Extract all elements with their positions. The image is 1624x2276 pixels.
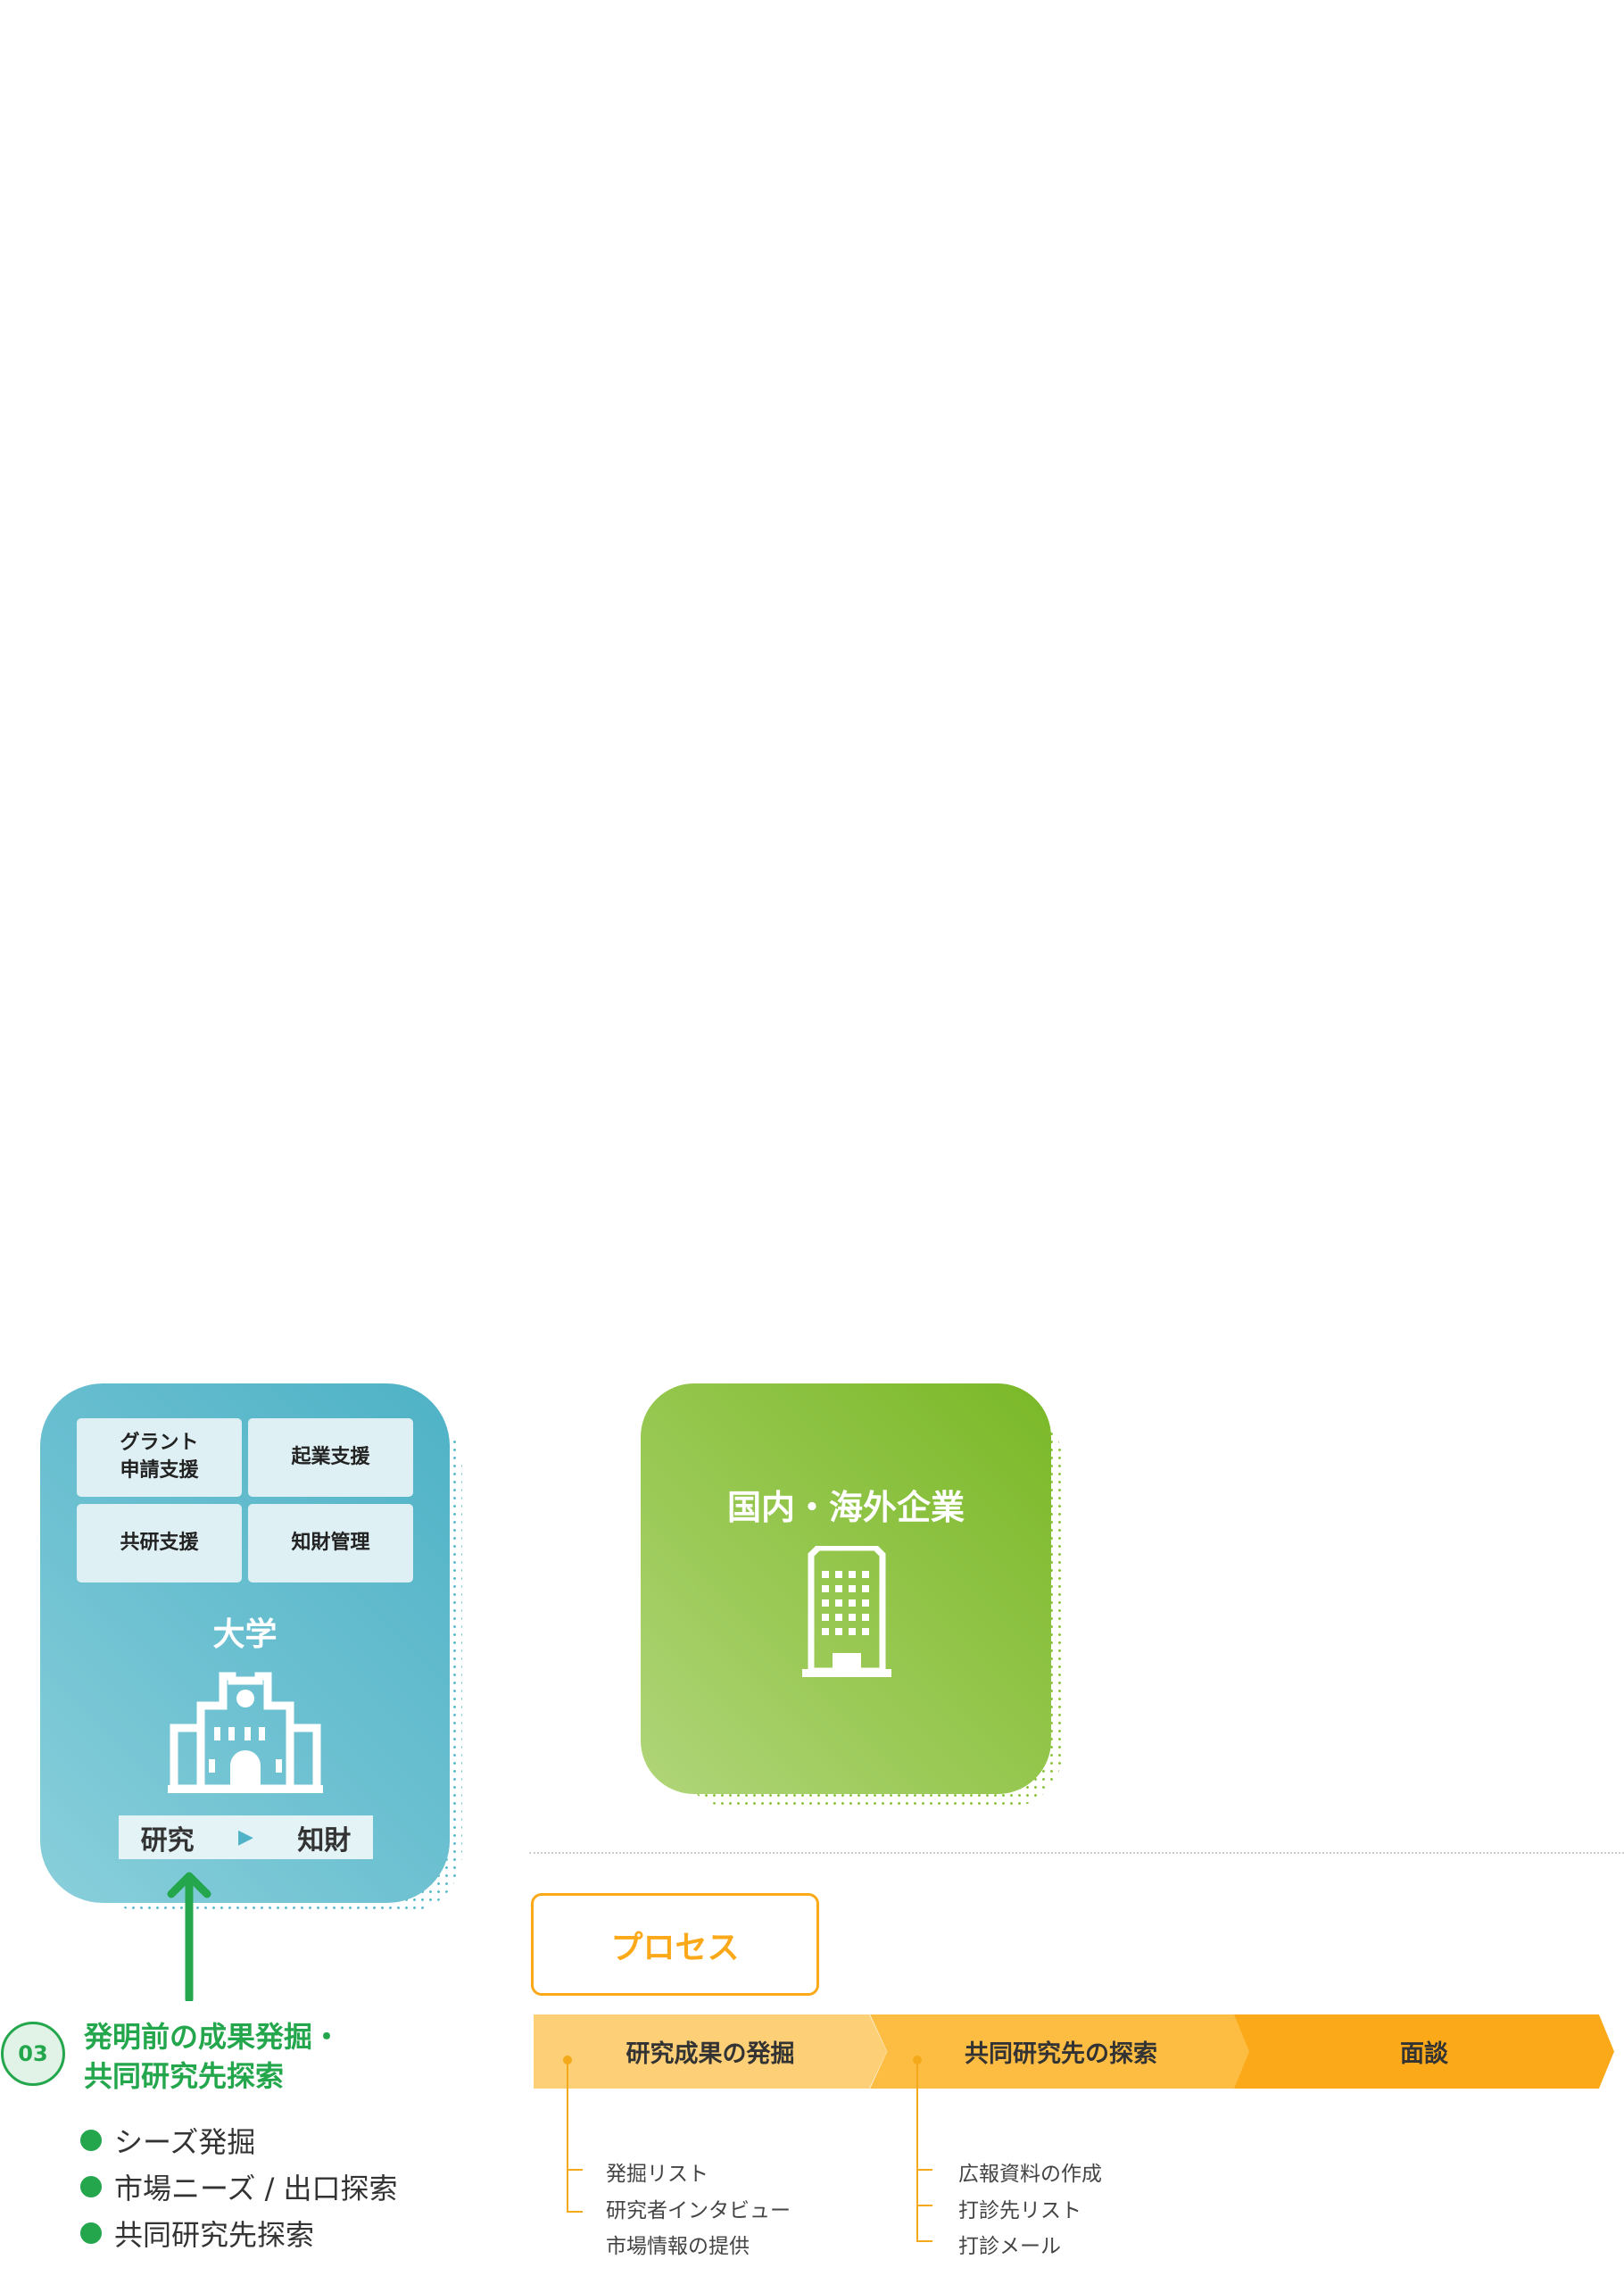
step2-item: 打診先リスト [958,2199,1081,2222]
step-label: 研究成果の発掘 [626,2040,795,2068]
university-building-icon [168,1672,323,1793]
step1-dot [563,2056,572,2064]
service-number: 03 [18,2041,48,2066]
tick [567,2211,583,2213]
tile-startup: 起業支援 [248,1418,413,1497]
section-divider [529,1852,1624,1854]
up-arrow-icon [167,1872,211,2001]
bullet-item: シーズ発掘 [80,2120,255,2161]
bullet-text: シーズ発掘 [114,2125,256,2159]
tile-ip-management: 知財管理 [248,1504,413,1582]
process-step-1: 研究成果の発掘 [534,2014,887,2089]
company-title: 国内・海外企業 [726,1488,965,1527]
bullet-text: 共同研究先探索 [114,2218,315,2252]
tick [567,2169,583,2171]
step-label: 共同研究先の探索 [965,2040,1157,2068]
step1-item: 研究者インタビュー [606,2199,791,2222]
tick [916,2169,932,2171]
tick [916,2205,932,2206]
step2-item: 広報資料の作成 [958,2163,1102,2186]
step-label: 面談 [1400,2040,1448,2068]
process-step-2: 共同研究先の探索 [870,2014,1252,2089]
tick [916,2240,932,2242]
tile-joint-research: 共研支援 [77,1504,242,1582]
step2-item: 打診メール [958,2235,1061,2258]
bullet-dot-icon [80,2222,102,2244]
company-card: 国内・海外企業 [641,1383,1051,1794]
bullet-item: 市場ニーズ / 出口探索 [80,2166,398,2207]
step1-item: 発掘リスト [606,2163,708,2186]
bullet-item: 共同研究先探索 [80,2213,314,2254]
office-building-icon [802,1546,891,1677]
service-title-line1: 発明前の成果発掘・ [84,2020,342,2054]
play-arrow-icon: ▶ [238,1826,253,1848]
university-card: グラント 申請支援 起業支援 共研支援 知財管理 大学 研究 ▶ 知財 [40,1383,450,1903]
flow-from: 研究 [140,1824,195,1857]
service-number-badge: 03 [1,2022,65,2086]
step2-dot [913,2056,922,2064]
research-to-ip-flow: 研究 ▶ 知財 [119,1815,373,1859]
process-step-3: 面談 [1234,2014,1614,2089]
bullet-text: 市場ニーズ / 出口探索 [114,2172,398,2205]
university-title: 大学 [212,1616,278,1653]
step1-item: 市場情報の提供 [606,2235,750,2258]
bullet-dot-icon [80,2176,102,2197]
service-title: 発明前の成果発掘・ 共同研究先探索 [84,2017,341,2096]
step1-connector [567,2057,568,2213]
service-title-line2: 共同研究先探索 [84,2059,285,2093]
bullet-dot-icon [80,2130,102,2151]
process-label-box: プロセス [531,1893,819,1996]
step2-connector [916,2057,918,2242]
tile-grant: グラント 申請支援 [77,1418,242,1497]
flow-to: 知財 [297,1824,352,1857]
process-label: プロセス [610,1929,740,1966]
